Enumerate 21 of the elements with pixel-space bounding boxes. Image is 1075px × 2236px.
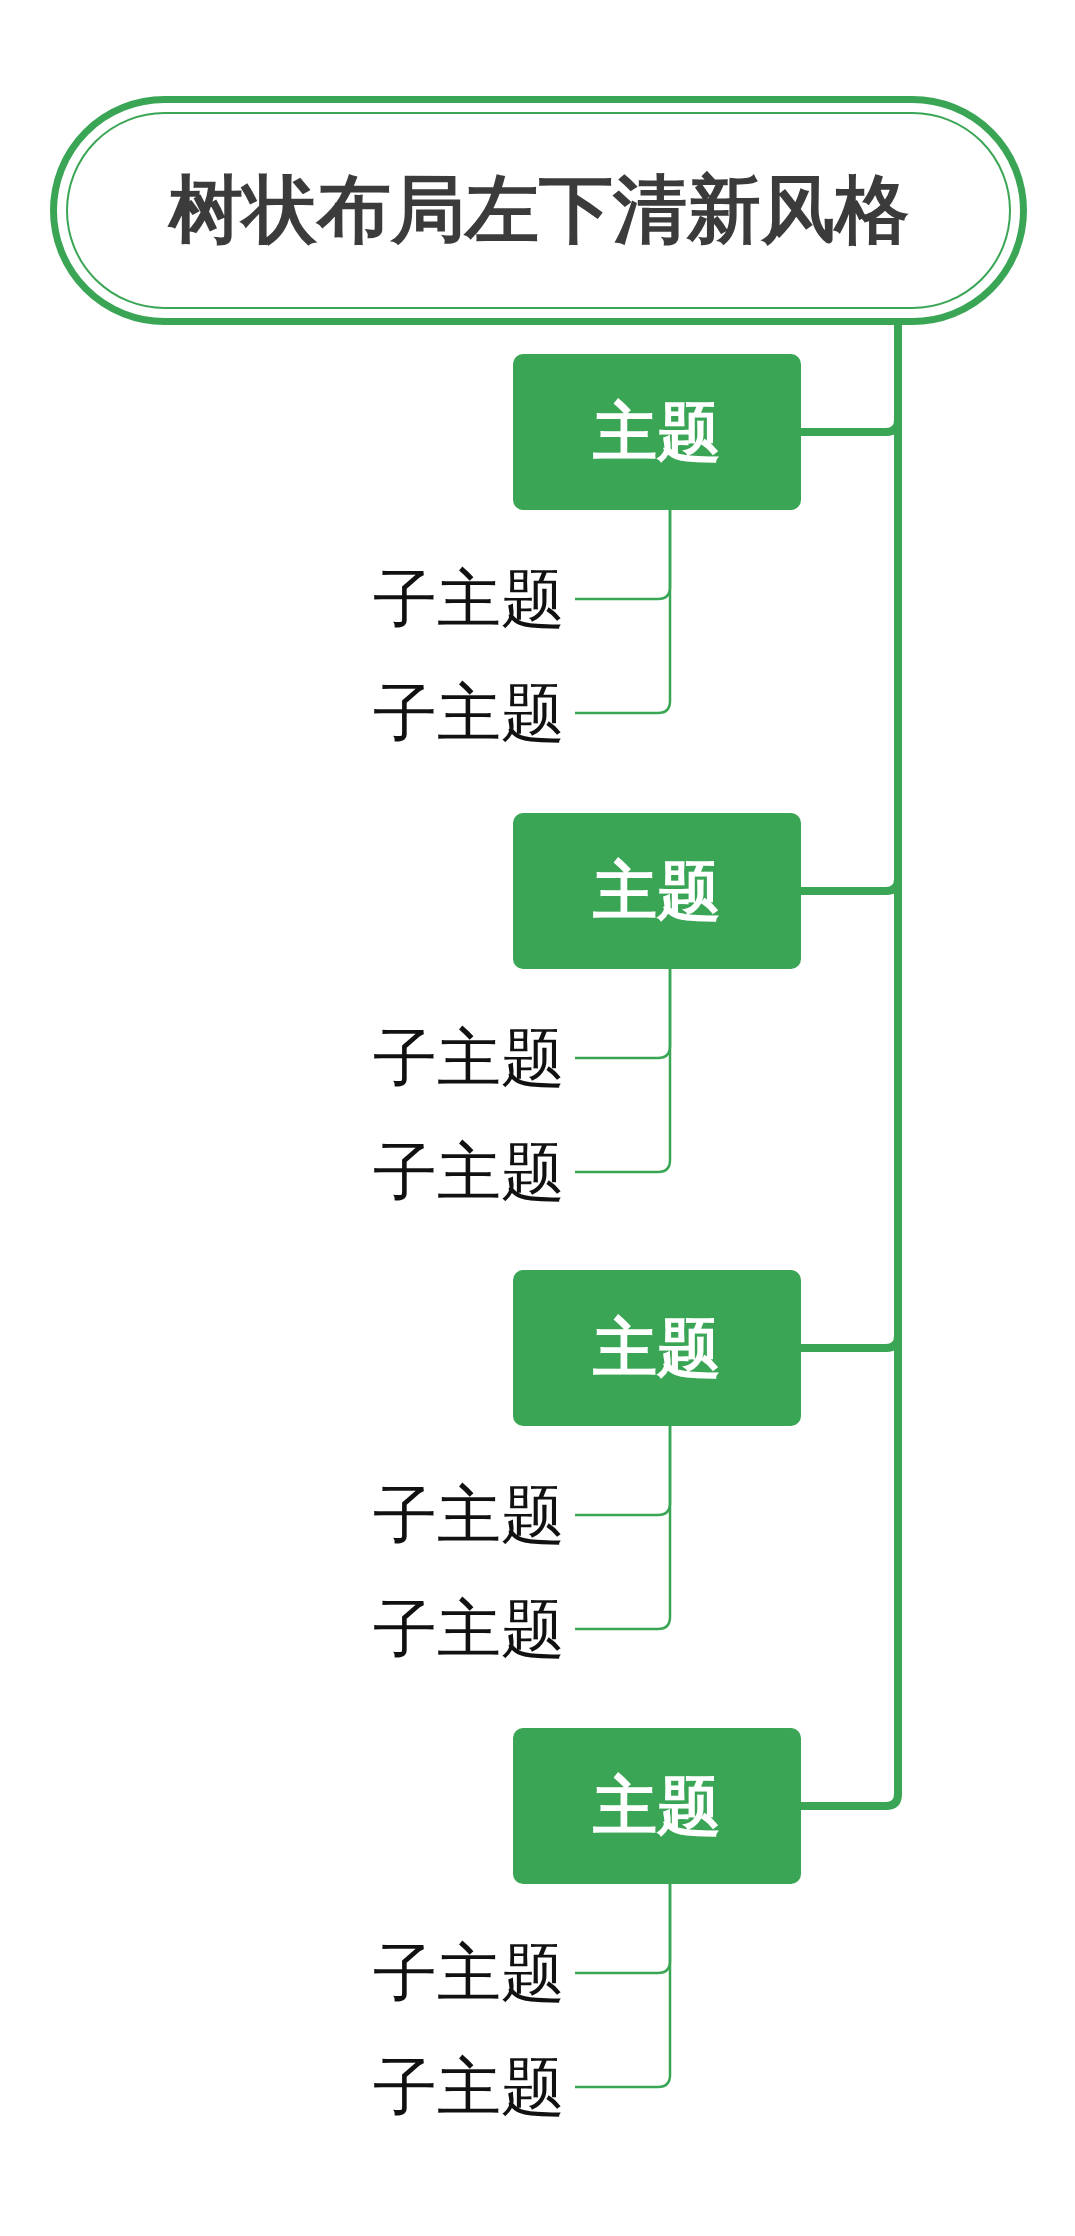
- subtopic-label: 子主题: [373, 560, 565, 638]
- topic-label: 主题: [593, 1767, 721, 1845]
- subtopic-connector: [575, 1426, 672, 1631]
- subtopic-connector: [575, 510, 672, 715]
- subtopic-label: 子主题: [373, 1133, 565, 1211]
- topic-label: 主题: [593, 1309, 721, 1387]
- subtopic-label: 子主题: [373, 674, 565, 752]
- topic-label: 主题: [593, 852, 721, 930]
- subtopic-label: 子主题: [373, 1934, 565, 2012]
- title-text: 树状布局左下清新风格: [168, 164, 909, 254]
- topic-box: [513, 354, 801, 510]
- subtopic-label: 子主题: [373, 1019, 565, 1097]
- topic-box: [513, 813, 801, 969]
- topic-box: [513, 1728, 801, 1884]
- topic-label: 主题: [593, 393, 721, 471]
- subtopic-connector: [575, 1884, 672, 2089]
- subtopic-label: 子主题: [373, 1476, 565, 1554]
- subtopic-label: 子主题: [373, 1590, 565, 1668]
- subtopic-label: 子主题: [373, 2048, 565, 2126]
- topic-box: [513, 1270, 801, 1426]
- subtopic-connector: [575, 969, 672, 1174]
